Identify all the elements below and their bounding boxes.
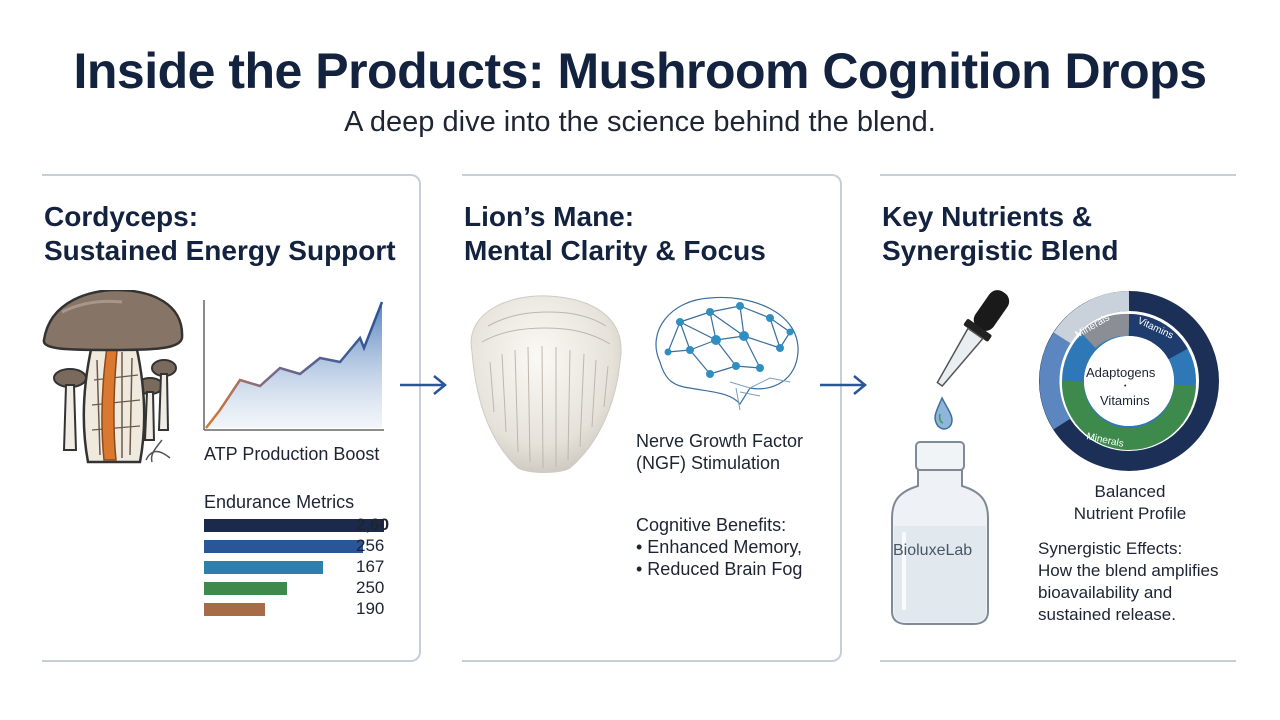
donut-center-separator: • bbox=[1124, 383, 1127, 390]
cordyceps-title: Cordyceps: Sustained Energy Support bbox=[44, 200, 396, 268]
synergistic-effects: Synergistic Effects: How the blend ampli… bbox=[1038, 538, 1218, 626]
page-subtitle: A deep dive into the science behind the … bbox=[344, 106, 936, 138]
arrow-right-icon bbox=[820, 375, 867, 395]
synergistic-effects-line: How the blend amplifies bbox=[1038, 561, 1219, 580]
synergistic-effects-line: sustained release. bbox=[1038, 605, 1176, 624]
ngf-line1: Nerve Growth Factor bbox=[636, 431, 804, 451]
cordyceps-title-line1: Cordyceps: bbox=[44, 201, 199, 232]
synergistic-effects-line: bioavailability and bbox=[1038, 583, 1173, 602]
key-nutrients-title-line2: Synergistic Blend bbox=[882, 235, 1119, 266]
endurance-metric-value: 2,60 bbox=[356, 515, 390, 534]
panel-cordyceps bbox=[42, 174, 421, 662]
donut-center-vitamins: Vitamins bbox=[1100, 393, 1150, 408]
donut-chart-icon bbox=[1039, 291, 1219, 471]
cordyceps-title-line2: Sustained Energy Support bbox=[44, 235, 396, 266]
nutrient-profile-label: Balanced Nutrient Profile bbox=[1040, 481, 1220, 525]
endurance-metric-value: 256 bbox=[356, 536, 385, 555]
atp-label: ATP Production Boost bbox=[204, 444, 380, 464]
donut-center-adaptogens: Adaptogens bbox=[1086, 365, 1156, 380]
endurance-metric-value: 250 bbox=[356, 578, 385, 597]
key-nutrients-title-line1: Key Nutrients & bbox=[882, 201, 1093, 232]
synergistic-effects-title: Synergistic Effects: bbox=[1038, 539, 1183, 558]
cognitive-benefits: Cognitive Benefits: • Enhanced Memory, •… bbox=[636, 514, 802, 580]
lions-mane-title-line2: Mental Clarity & Focus bbox=[464, 235, 766, 266]
bottle-label: BioluxeLab bbox=[893, 542, 973, 559]
endurance-metric-bar bbox=[204, 519, 384, 532]
panel-key-nutrients bbox=[880, 174, 1236, 662]
endurance-metric-bar bbox=[204, 561, 323, 574]
endurance-metric-bar bbox=[204, 603, 265, 616]
area-chart-icon bbox=[203, 300, 384, 431]
endurance-metric-bar bbox=[204, 582, 287, 595]
endurance-metric-bar bbox=[204, 540, 363, 553]
page-title: Inside the Products: Mushroom Cognition … bbox=[73, 43, 1207, 99]
bottle-icon bbox=[891, 441, 989, 625]
nutrient-profile-line2: Nutrient Profile bbox=[1073, 504, 1187, 523]
lions-mane-title-line1: Lion’s Mane: bbox=[464, 201, 635, 232]
nutrient-profile-line1: Balanced bbox=[1094, 482, 1166, 501]
benefit-item: • Reduced Brain Fog bbox=[636, 559, 803, 579]
ngf-label: Nerve Growth Factor (NGF) Stimulation bbox=[636, 430, 803, 474]
key-nutrients-title: Key Nutrients & Synergistic Blend bbox=[882, 200, 1119, 268]
lions-mane-title: Lion’s Mane: Mental Clarity & Focus bbox=[464, 200, 766, 268]
benefit-item: • Enhanced Memory, bbox=[636, 537, 803, 557]
ngf-line2: (NGF) Stimulation bbox=[636, 453, 781, 473]
cognitive-benefits-title: Cognitive Benefits: bbox=[636, 515, 787, 535]
cordyceps-mushroom-icon bbox=[42, 290, 184, 464]
brain-network-icon bbox=[655, 296, 799, 411]
dropper-icon bbox=[934, 290, 1010, 430]
endurance-metrics-label: Endurance Metrics bbox=[204, 492, 355, 512]
arrow-right-icon bbox=[400, 375, 447, 395]
panel-lions-mane bbox=[462, 174, 842, 662]
endurance-metric-value: 190 bbox=[356, 599, 385, 618]
endurance-metric-value: 167 bbox=[356, 557, 385, 576]
lions-mane-mushroom-icon bbox=[470, 295, 622, 473]
